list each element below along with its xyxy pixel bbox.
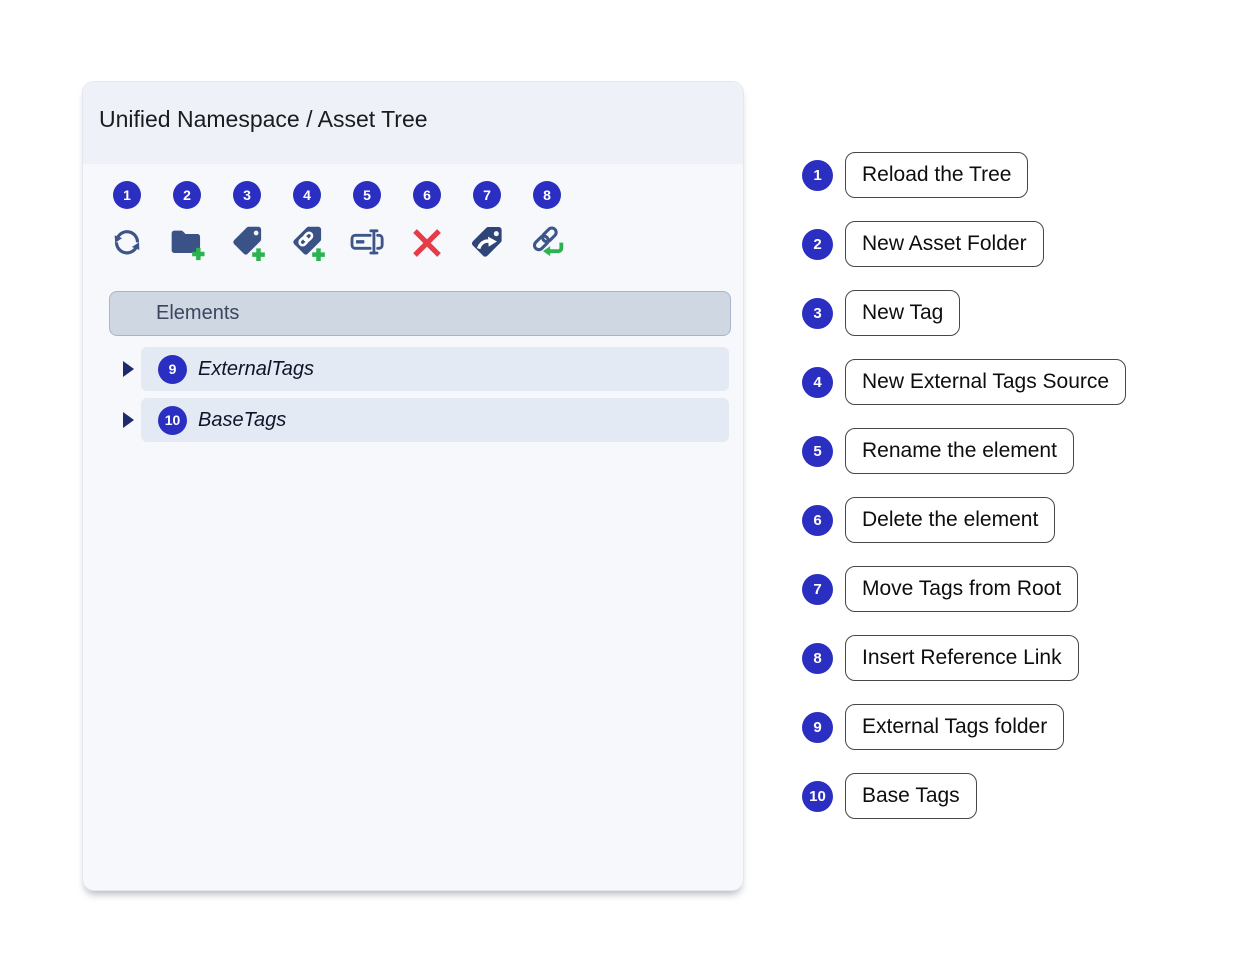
asset-tree-toolbar: 1 2 3 bbox=[97, 181, 577, 263]
rename-element-button[interactable] bbox=[347, 223, 387, 263]
annotation-badge-4: 4 bbox=[293, 181, 321, 209]
toolbar-slot-new-folder: 2 bbox=[157, 181, 217, 263]
legend-badge-1: 1 bbox=[802, 159, 833, 191]
delete-element-button[interactable] bbox=[407, 223, 447, 263]
toolbar-slot-insert-reference: 8 bbox=[517, 181, 577, 263]
toolbar-slot-delete: 6 bbox=[397, 181, 457, 263]
legend-badge-6: 6 bbox=[802, 504, 833, 536]
elements-header-label: Elements bbox=[156, 302, 240, 324]
legend-badge-5: 5 bbox=[802, 435, 833, 467]
new-asset-folder-button[interactable] bbox=[167, 223, 207, 263]
tree-row-basetags: 10 BaseTags bbox=[83, 398, 745, 442]
toolbar-slot-reload: 1 bbox=[97, 181, 157, 263]
annotation-badge-6: 6 bbox=[413, 181, 441, 209]
legend-item-7: 7 Move Tags from Root bbox=[802, 566, 1079, 612]
legend-label-6: Delete the element bbox=[845, 497, 1056, 543]
annotation-badge-2: 2 bbox=[173, 181, 201, 209]
legend-item-8: 8 Insert Reference Link bbox=[802, 635, 1079, 681]
legend-label-7: Move Tags from Root bbox=[845, 566, 1079, 612]
expand-arrow-icon[interactable] bbox=[123, 412, 134, 428]
tree-item-label: BaseTags bbox=[198, 408, 287, 431]
tree-row-externaltags: 9 ExternalTags bbox=[83, 347, 745, 391]
annotation-badge-5: 5 bbox=[353, 181, 381, 209]
tree-item-label: ExternalTags bbox=[198, 357, 314, 380]
legend-label-10: Base Tags bbox=[845, 773, 977, 819]
panel-header-band bbox=[83, 82, 743, 164]
legend-label-1: Reload the Tree bbox=[845, 152, 1029, 198]
legend-label-3: New Tag bbox=[845, 290, 961, 336]
toolbar-slot-move-tags: 7 bbox=[457, 181, 517, 263]
legend-badge-7: 7 bbox=[802, 573, 833, 605]
legend-item-4: 4 New External Tags Source bbox=[802, 359, 1127, 405]
reload-icon bbox=[114, 230, 140, 255]
legend-label-5: Rename the element bbox=[845, 428, 1074, 474]
annotation-badge-10: 10 bbox=[158, 405, 187, 435]
legend-item-10: 10 Base Tags bbox=[802, 773, 977, 819]
toolbar-slot-rename: 5 bbox=[337, 181, 397, 263]
legend-item-2: 2 New Asset Folder bbox=[802, 221, 1044, 267]
new-external-tags-source-icon bbox=[293, 226, 325, 261]
toolbar-slot-new-external-tags: 4 bbox=[277, 181, 337, 263]
insert-reference-link-icon bbox=[532, 226, 564, 257]
legend-item-6: 6 Delete the element bbox=[802, 497, 1056, 543]
new-tag-button[interactable] bbox=[227, 223, 267, 263]
legend-badge-2: 2 bbox=[802, 228, 833, 260]
panel-title: Unified Namespace / Asset Tree bbox=[99, 106, 428, 132]
delete-icon bbox=[413, 229, 441, 257]
annotation-badge-8: 8 bbox=[533, 181, 561, 209]
legend-label-2: New Asset Folder bbox=[845, 221, 1044, 267]
legend-item-3: 3 New Tag bbox=[802, 290, 961, 336]
legend-item-9: 9 External Tags folder bbox=[802, 704, 1065, 750]
legend-item-5: 5 Rename the element bbox=[802, 428, 1074, 474]
tree-item-basetags[interactable]: 10 BaseTags bbox=[141, 398, 729, 442]
legend-badge-9: 9 bbox=[802, 711, 833, 743]
legend-item-1: 1 Reload the Tree bbox=[802, 152, 1029, 198]
asset-tree-panel: Unified Namespace / Asset Tree 1 2 bbox=[82, 81, 744, 891]
legend-badge-3: 3 bbox=[802, 297, 833, 329]
annotation-badge-3: 3 bbox=[233, 181, 261, 209]
move-tags-from-root-button[interactable] bbox=[467, 223, 507, 263]
legend-label-4: New External Tags Source bbox=[845, 359, 1127, 405]
legend-badge-4: 4 bbox=[802, 366, 833, 398]
annotation-badge-1: 1 bbox=[113, 181, 141, 209]
elements-header: Elements bbox=[109, 291, 731, 336]
toolbar-slot-new-tag: 3 bbox=[217, 181, 277, 263]
legend-label-8: Insert Reference Link bbox=[845, 635, 1079, 681]
insert-reference-link-button[interactable] bbox=[527, 223, 567, 263]
expand-arrow-icon[interactable] bbox=[123, 361, 134, 377]
new-asset-folder-icon bbox=[171, 230, 205, 261]
move-tags-icon bbox=[471, 227, 502, 257]
new-external-tags-source-button[interactable] bbox=[287, 223, 327, 263]
tree-item-externaltags[interactable]: 9 ExternalTags bbox=[141, 347, 729, 391]
reload-tree-button[interactable] bbox=[107, 223, 147, 263]
new-tag-icon bbox=[233, 226, 265, 261]
legend-badge-10: 10 bbox=[802, 780, 833, 812]
rename-icon bbox=[350, 229, 384, 255]
annotation-badge-9: 9 bbox=[158, 354, 187, 384]
annotation-badge-7: 7 bbox=[473, 181, 501, 209]
legend-label-9: External Tags folder bbox=[845, 704, 1065, 750]
legend-badge-8: 8 bbox=[802, 642, 833, 674]
